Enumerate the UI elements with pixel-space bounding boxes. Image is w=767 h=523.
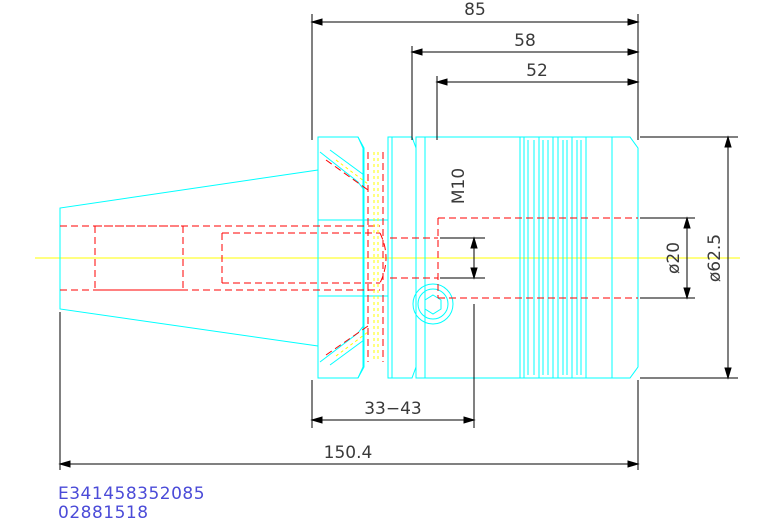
- dim-outer-diameter: ø62.5: [705, 234, 725, 282]
- thread-lines: [335, 152, 379, 362]
- article-number: 02881518: [58, 503, 149, 523]
- dim-total-length: 150.4: [324, 443, 373, 463]
- dim-adjust-range: 33−43: [364, 399, 422, 419]
- dim-thread: M10: [449, 168, 469, 204]
- dim-body-length: 58: [514, 31, 536, 51]
- part-codes: E341458352085 02881518: [58, 485, 205, 523]
- taper-shank: [59, 169, 319, 347]
- dim-bore-depth: 52: [526, 61, 548, 81]
- order-code: E341458352085: [58, 484, 206, 504]
- dimension-lines: [58, 14, 738, 470]
- hidden-features: [60, 152, 638, 362]
- dim-overall-length: 85: [464, 0, 486, 20]
- dim-bore-diameter: ø20: [664, 242, 684, 274]
